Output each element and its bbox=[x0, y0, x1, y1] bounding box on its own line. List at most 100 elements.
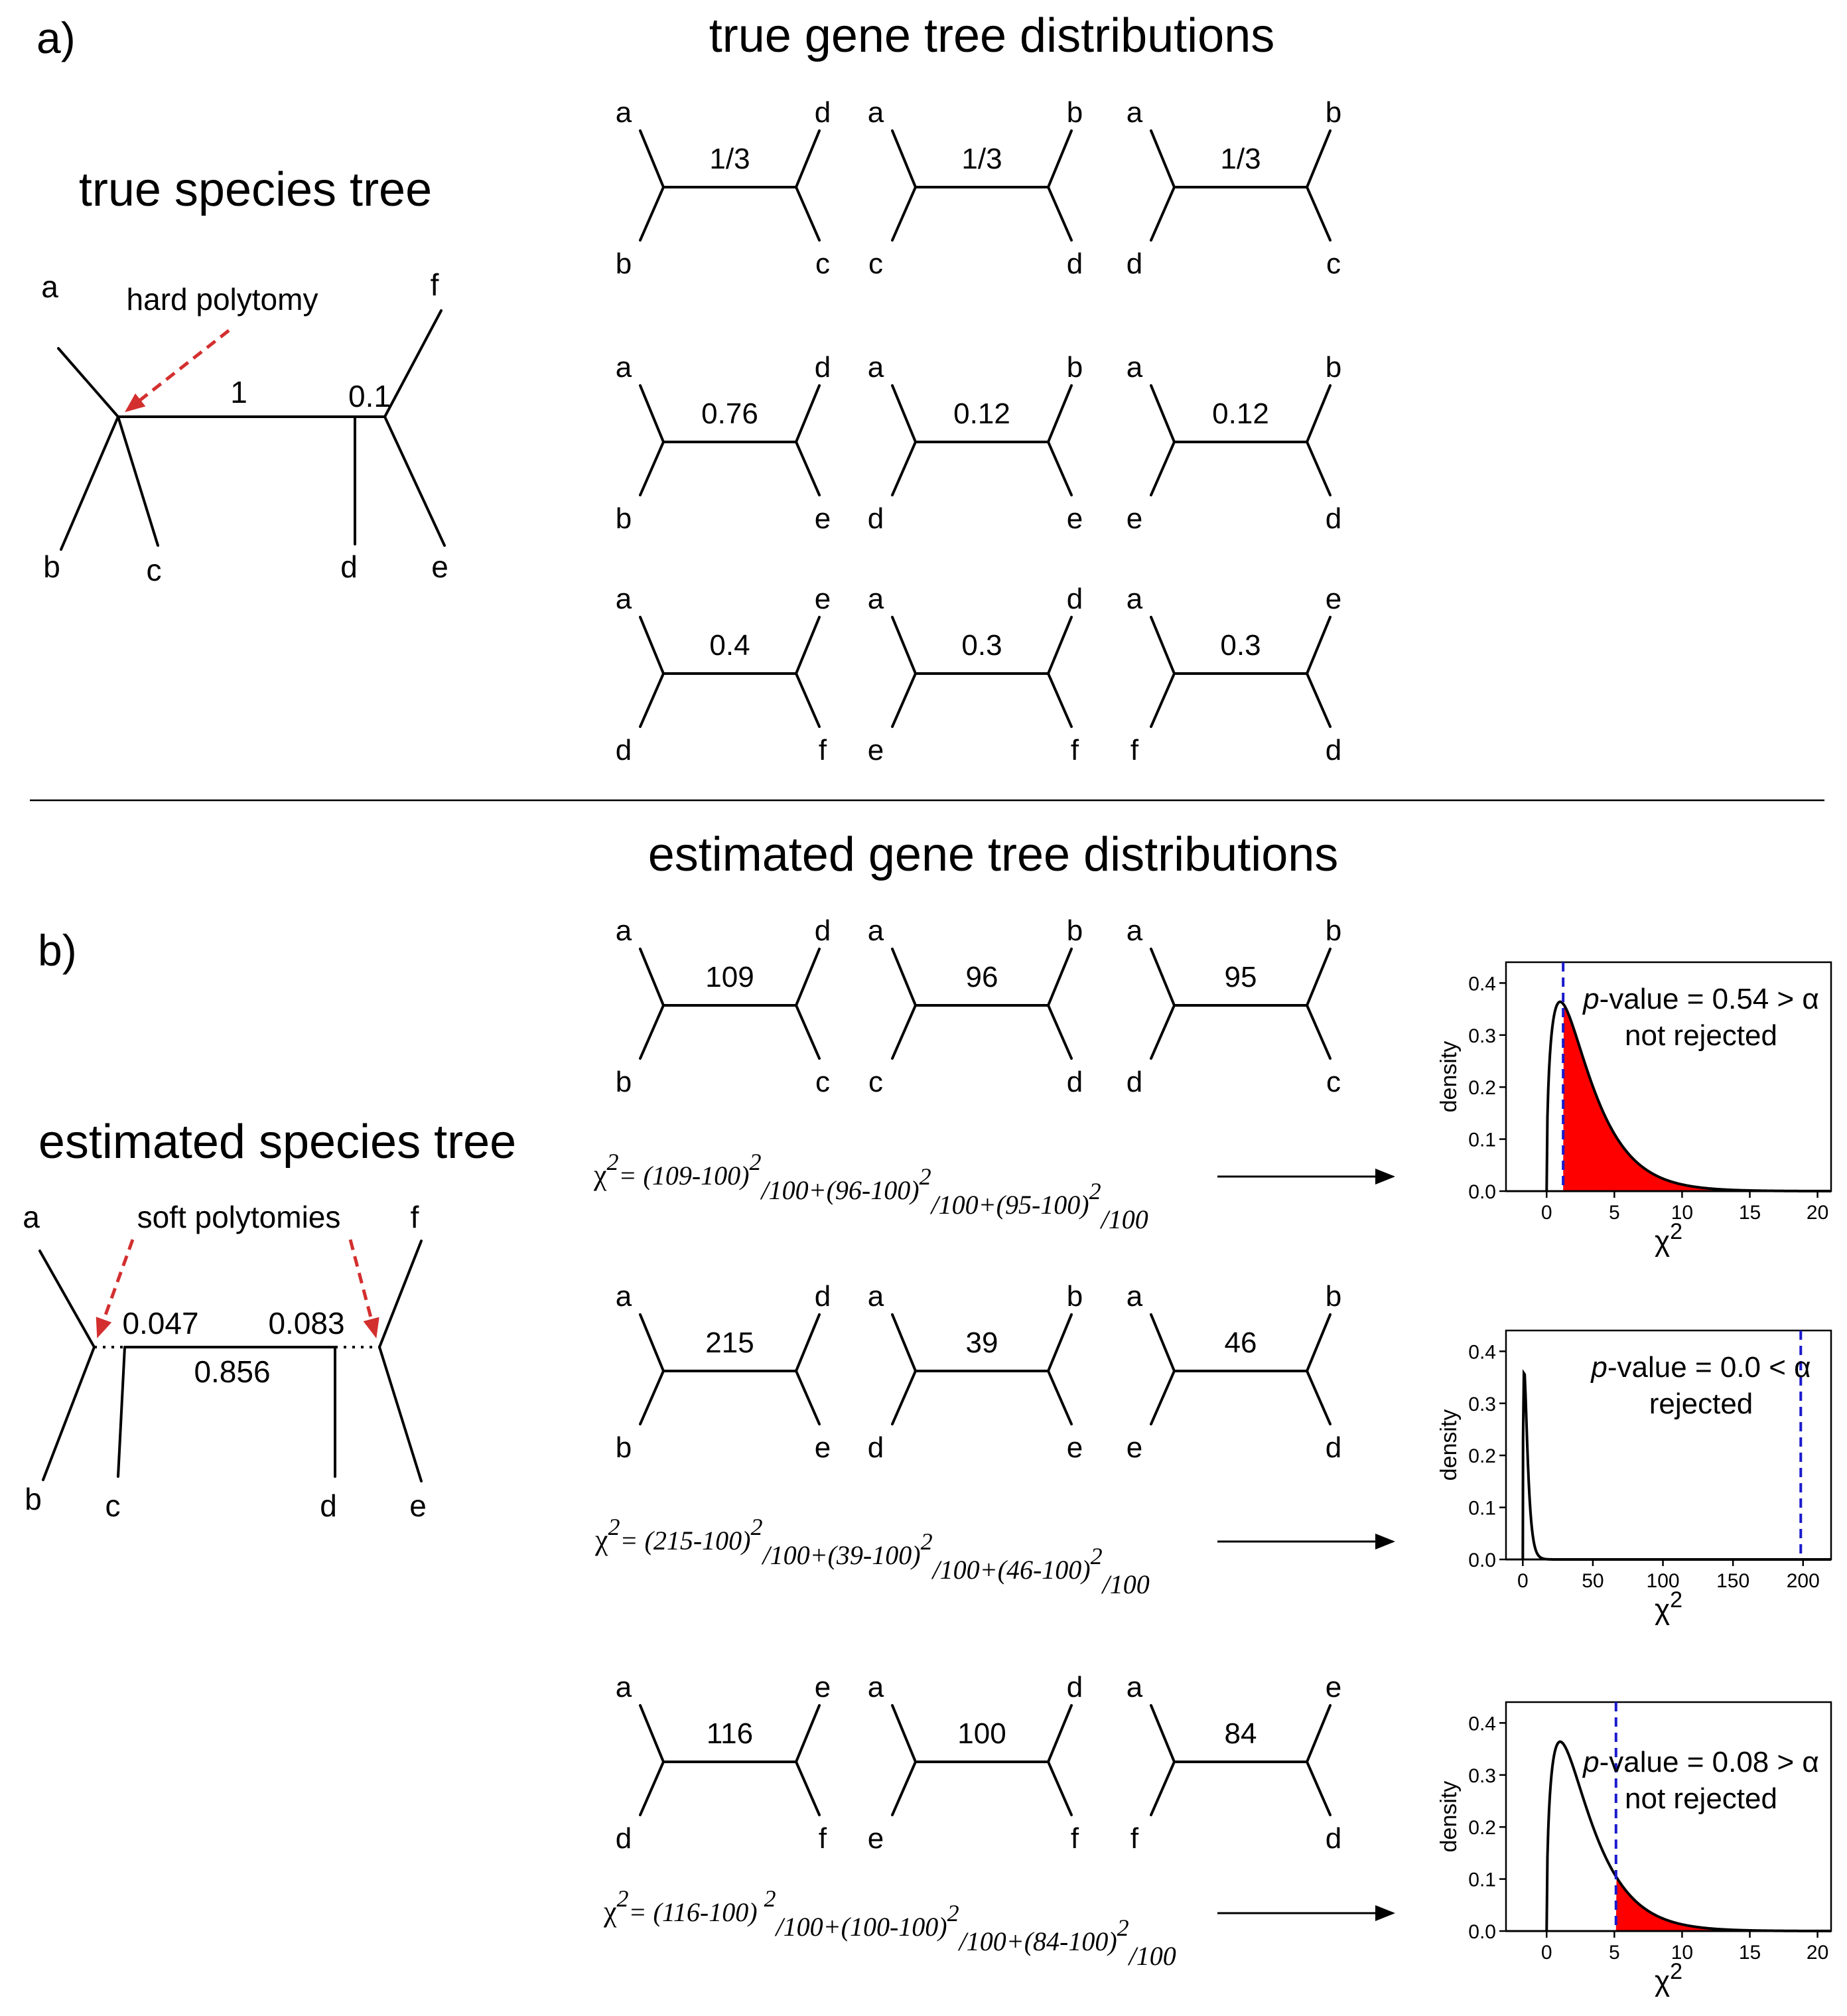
gene-tree-frequency: 96 bbox=[966, 961, 998, 993]
branch-bottom-right bbox=[1306, 1761, 1332, 1816]
gene-tree-frequency: 109 bbox=[705, 961, 754, 993]
branch-bottom-left bbox=[891, 672, 917, 728]
leaf-bottom-right: c bbox=[1326, 1066, 1341, 1098]
branch-top-right bbox=[1047, 384, 1073, 443]
branch-top-left bbox=[639, 384, 665, 443]
leaf-top-right: b bbox=[1067, 914, 1083, 947]
plot-frame bbox=[1505, 1701, 1832, 1932]
gene-tree-frequency: 0.12 bbox=[953, 397, 1010, 430]
formula-exponent: 2 bbox=[921, 1528, 933, 1555]
leaf-bottom-right: e bbox=[815, 502, 831, 535]
leaf-bottom-left: e bbox=[1127, 1431, 1142, 1464]
branch-top-right bbox=[795, 129, 821, 188]
gene-tree-frequency: 0.12 bbox=[1212, 397, 1269, 430]
branch-top-left bbox=[639, 616, 665, 675]
branch-top-left bbox=[639, 129, 665, 188]
leaf-top-right: b bbox=[1326, 351, 1341, 384]
leaf-top-right: e bbox=[1326, 1671, 1341, 1703]
gene-tree-frequency: 0.76 bbox=[701, 397, 758, 430]
leaf-top-left: a bbox=[1127, 351, 1143, 384]
branch-bottom-right bbox=[795, 1004, 821, 1060]
y-tick-label: 0.1 bbox=[1468, 1498, 1496, 1520]
y-tick-label: 0.3 bbox=[1468, 1394, 1496, 1415]
leaf-bottom-left: c bbox=[868, 1066, 883, 1098]
branch-length-left: 0.047 bbox=[122, 1306, 198, 1340]
leaf-bottom-left: b bbox=[616, 1066, 632, 1098]
branch-top-left bbox=[891, 384, 917, 443]
branch-bottom-right bbox=[1306, 186, 1332, 242]
branch-length-1: 1 bbox=[230, 375, 247, 409]
y-axis-label: density bbox=[1436, 1409, 1462, 1481]
leaf-bottom-left: d bbox=[616, 734, 632, 766]
leaf-d: d bbox=[320, 1488, 337, 1523]
x-tick-label: 5 bbox=[1609, 1202, 1620, 1224]
chi-symbol: χ bbox=[594, 1524, 608, 1556]
branch-bottom-right bbox=[1047, 186, 1073, 242]
plot-frame bbox=[1505, 961, 1832, 1192]
branch-bottom-left bbox=[891, 1004, 917, 1060]
plot-frame bbox=[1505, 1329, 1832, 1561]
branch-bottom-right bbox=[1047, 1370, 1073, 1425]
x-tick-label: 15 bbox=[1739, 1942, 1761, 1964]
x-axis-label-sup: 2 bbox=[1670, 1587, 1682, 1613]
x-axis-label-base: χ bbox=[1655, 1965, 1670, 1997]
gene-tree-frequency: 0.3 bbox=[961, 629, 1002, 662]
formula-exponent: 2 bbox=[1089, 1178, 1101, 1204]
leaf-bottom-left: d bbox=[616, 1822, 632, 1855]
leaf-bottom-left: b bbox=[616, 1431, 632, 1464]
formula-exponent: 2 bbox=[920, 1163, 931, 1190]
branch-bottom-left bbox=[639, 1004, 665, 1060]
panel-a-title: true gene tree distributions bbox=[709, 9, 1275, 62]
branch-top-right bbox=[1306, 948, 1332, 1007]
gene-tree-frequency: 95 bbox=[1225, 961, 1257, 993]
leaf-b: b bbox=[43, 549, 60, 584]
branch-e bbox=[383, 415, 446, 547]
leaf-top-right: d bbox=[1067, 583, 1083, 615]
leaf-e: e bbox=[431, 549, 448, 584]
leaf-top-left: a bbox=[868, 96, 884, 129]
branch-length-0-1: 0.1 bbox=[348, 379, 391, 413]
leaf-bottom-left: e bbox=[868, 734, 884, 766]
x-axis-label: χ2 bbox=[1655, 1587, 1682, 1626]
x-tick-label: 5 bbox=[1609, 1942, 1620, 1964]
leaf-bottom-right: f bbox=[819, 1822, 827, 1855]
leaf-bottom-right: d bbox=[1067, 248, 1083, 280]
hard-polytomy-arrow bbox=[125, 329, 230, 413]
leaf-bottom-left: b bbox=[616, 502, 632, 535]
p-value-annotation: p-value = 0.08 > α bbox=[1582, 1746, 1819, 1778]
branch-b bbox=[42, 1346, 96, 1481]
gene-tree-frequency: 1/3 bbox=[1220, 143, 1261, 175]
leaf-bottom-left: e bbox=[1127, 502, 1142, 535]
x-tick-label: 20 bbox=[1807, 1942, 1828, 1964]
leaf-top-right: b bbox=[1067, 351, 1083, 384]
branch-bottom-right bbox=[1306, 441, 1332, 496]
leaf-a: a bbox=[23, 1200, 40, 1234]
p-value-symbol: p bbox=[1590, 1351, 1607, 1384]
y-tick-label: 0.0 bbox=[1468, 1921, 1496, 1943]
y-tick-label: 0.2 bbox=[1468, 1817, 1496, 1839]
formula-exponent: 2 bbox=[750, 1514, 762, 1540]
branch-a bbox=[57, 347, 119, 418]
branch-top-right bbox=[1047, 129, 1073, 188]
leaf-bottom-right: e bbox=[1067, 1431, 1083, 1464]
branch-bottom-left bbox=[639, 672, 665, 728]
x-tick-label: 0 bbox=[1517, 1570, 1529, 1592]
leaf-bottom-right: f bbox=[1071, 734, 1079, 766]
x-tick-label: 0 bbox=[1541, 1202, 1552, 1224]
branch-a bbox=[38, 1250, 96, 1348]
chi-square-formula: χ2= (116-100) 2​/100+(100-100)2​/100+(84… bbox=[603, 1885, 1176, 1971]
y-tick-label: 0.2 bbox=[1468, 1077, 1496, 1099]
formula-term: /100 bbox=[1128, 1941, 1176, 1971]
leaf-f: f bbox=[411, 1200, 419, 1234]
branch-top-right bbox=[795, 1704, 821, 1763]
chi-square-formulas: χ2= (109-100)2​/100+(96-100)2​/100+(95-1… bbox=[593, 1149, 1395, 1971]
leaf-top-left: a bbox=[868, 1671, 884, 1703]
